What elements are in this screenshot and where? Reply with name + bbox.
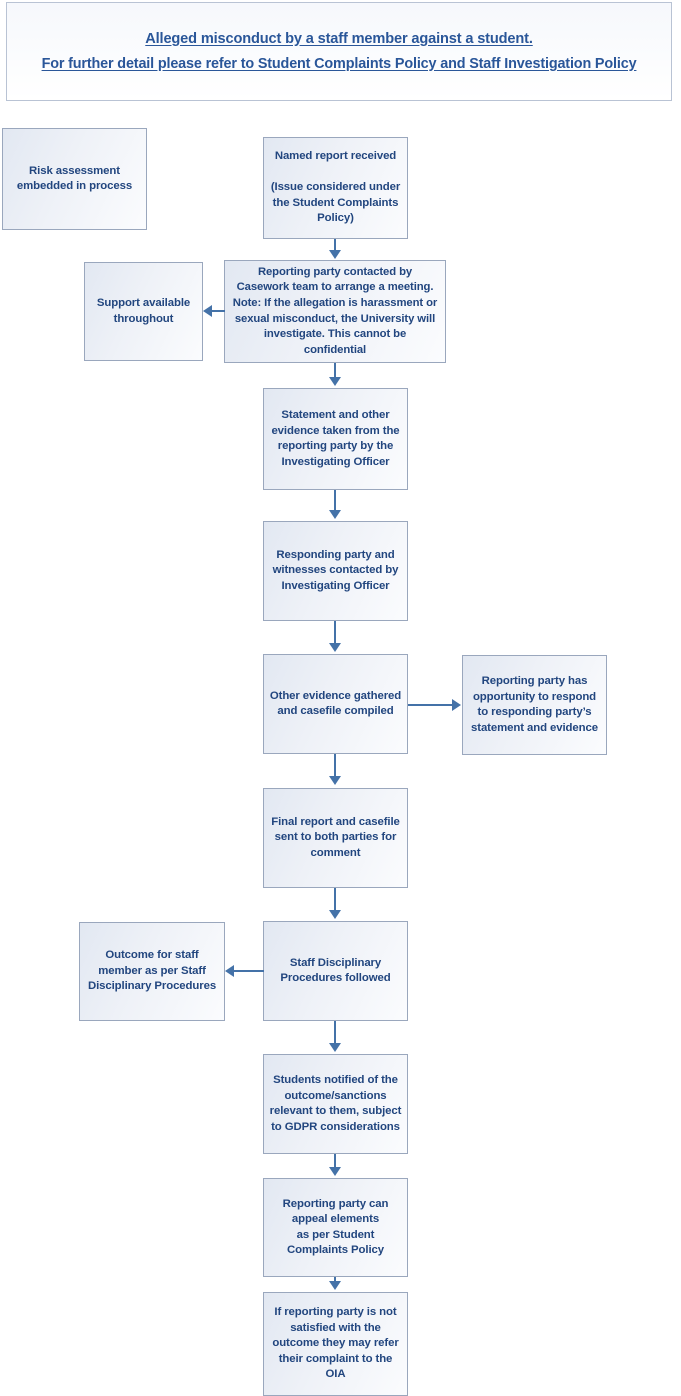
connector-responding-to-evidence: [334, 621, 336, 643]
node-named-report-received-label: Named report received (Issue considered …: [270, 150, 401, 225]
node-final-report: Final report and casefile sent to both p…: [263, 788, 408, 888]
connector-disciplinary-to-outcome: [234, 970, 264, 972]
connector-contacted-to-statement: [334, 363, 336, 377]
connector-students-notified-to-appeal: [334, 1154, 336, 1167]
node-reporting-party-respond: Reporting party has opportunity to respo…: [462, 655, 607, 755]
arrowhead-appeal-to-oia: [329, 1281, 341, 1290]
connector-evidence-to-final-report: [334, 754, 336, 776]
flowchart-title-banner: Alleged misconduct by a staff member aga…: [6, 2, 672, 101]
arrowhead-disciplinary-to-outcome: [225, 965, 234, 977]
arrowhead-contacted-to-statement: [329, 377, 341, 386]
node-outcome-staff-member: Outcome for staff member as per Staff Di…: [79, 922, 225, 1021]
node-other-evidence-gathered: Other evidence gathered and casefile com…: [263, 654, 408, 754]
connector-statement-to-responding: [334, 490, 336, 510]
node-staff-disciplinary-procedures: Staff Disciplinary Procedures followed: [263, 921, 408, 1021]
node-responding-party-contacted-label: Responding party and witnesses contacted…: [272, 548, 399, 592]
node-support-available: Support available throughout: [84, 262, 203, 361]
connector-named-report-to-contacted: [334, 239, 336, 251]
node-refer-to-oia-label: If reporting party is not satisfied with…: [272, 1306, 399, 1381]
arrowhead-evidence-to-final-report: [329, 776, 341, 785]
arrowhead-disciplinary-to-students-notified: [329, 1043, 341, 1052]
arrowhead-contacted-to-support: [203, 305, 212, 317]
arrowhead-named-report-to-contacted: [329, 250, 341, 259]
connector-evidence-to-respond: [408, 704, 452, 706]
arrowhead-final-report-to-disciplinary: [329, 910, 341, 919]
page-title-line-1: Alleged misconduct by a staff member aga…: [145, 30, 533, 47]
arrowhead-students-notified-to-appeal: [329, 1167, 341, 1176]
connector-final-report-to-disciplinary: [334, 888, 336, 910]
node-students-notified-label: Students notified of the outcome/sanctio…: [269, 1074, 402, 1133]
arrowhead-responding-to-evidence: [329, 643, 341, 652]
node-responding-party-contacted: Responding party and witnesses contacted…: [263, 521, 408, 621]
connector-appeal-to-oia: [334, 1277, 336, 1282]
node-named-report-received: Named report received (Issue considered …: [263, 137, 408, 239]
node-reporting-party-contacted-label: Reporting party contacted by Casework te…: [232, 265, 438, 356]
node-outcome-staff-member-label: Outcome for staff member as per Staff Di…: [87, 949, 217, 993]
node-appeal-elements: Reporting party can appeal elements as p…: [263, 1178, 408, 1277]
node-support-available-label: Support available throughout: [96, 297, 191, 325]
connector-contacted-to-support: [212, 310, 225, 312]
node-refer-to-oia: If reporting party is not satisfied with…: [263, 1292, 408, 1396]
node-statement-taken: Statement and other evidence taken from …: [263, 388, 408, 490]
node-students-notified: Students notified of the outcome/sanctio…: [263, 1054, 408, 1154]
arrowhead-evidence-to-respond: [452, 699, 461, 711]
node-risk-assessment-label: Risk assessment embedded in process: [16, 164, 133, 193]
node-risk-assessment: Risk assessment embedded in process: [2, 128, 147, 230]
node-final-report-label: Final report and casefile sent to both p…: [271, 815, 400, 859]
node-statement-taken-label: Statement and other evidence taken from …: [271, 409, 400, 468]
page-title-line-2: For further detail please refer to Stude…: [41, 55, 637, 72]
arrowhead-statement-to-responding: [329, 510, 341, 519]
node-appeal-elements-label: Reporting party can appeal elements as p…: [282, 1197, 389, 1257]
node-other-evidence-gathered-label: Other evidence gathered and casefile com…: [269, 689, 402, 718]
node-staff-disciplinary-procedures-label: Staff Disciplinary Procedures followed: [280, 956, 391, 985]
node-reporting-party-contacted: Reporting party contacted by Casework te…: [224, 260, 446, 363]
connector-disciplinary-to-students-notified: [334, 1021, 336, 1043]
node-reporting-party-respond-label: Reporting party has opportunity to respo…: [471, 675, 598, 734]
